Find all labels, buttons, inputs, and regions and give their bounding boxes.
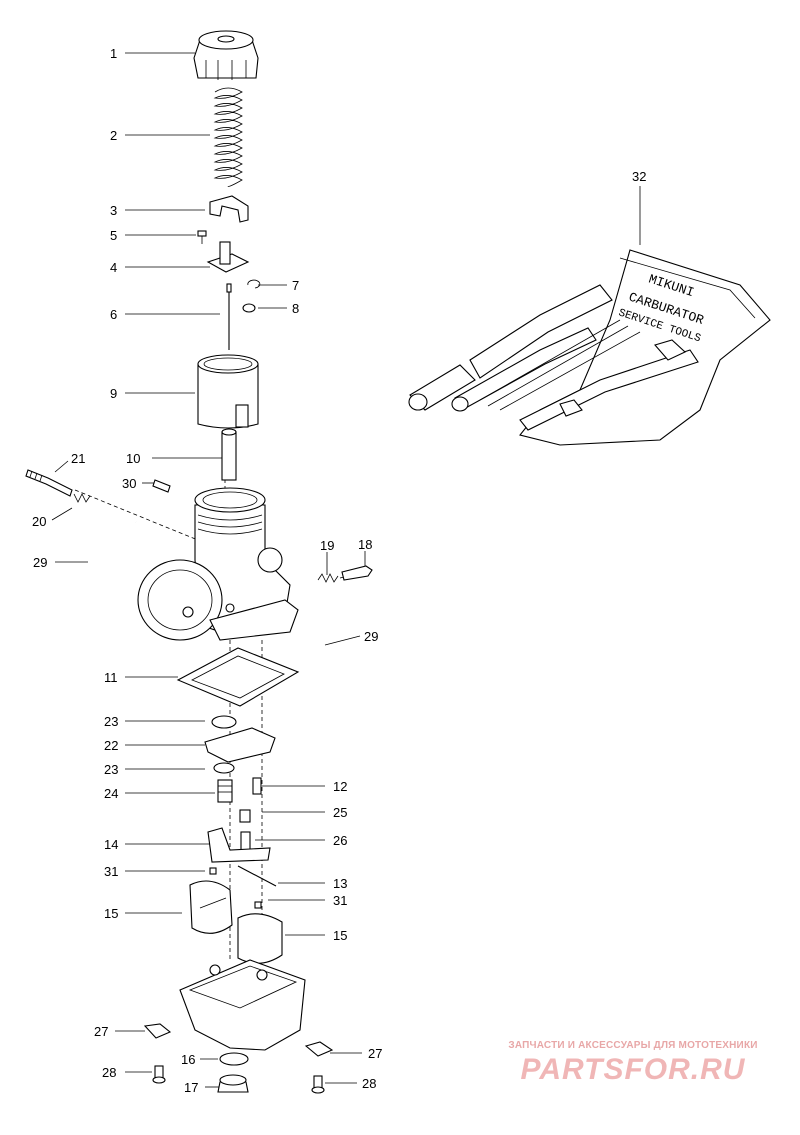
float-pin [237, 865, 277, 887]
callout-10: 10 [126, 451, 140, 466]
callout-15-right: 15 [333, 928, 347, 943]
callout-28-left: 28 [102, 1065, 116, 1080]
callout-31-right: 31 [333, 893, 347, 908]
pilot-jet [252, 777, 262, 795]
screw-right [311, 1075, 325, 1094]
watermark-caption: ЗАПЧАСТИ И АКСЕССУАРЫ ДЛЯ МОТОТЕХНИКИ [508, 1040, 758, 1051]
callout-6: 6 [110, 307, 117, 322]
callout-20: 20 [32, 514, 46, 529]
callout-1: 1 [110, 46, 117, 61]
throttle-stop-screw [152, 479, 171, 493]
float-right [237, 913, 283, 964]
callout-25: 25 [333, 805, 347, 820]
cap [193, 30, 259, 80]
callout-31-left: 31 [104, 864, 118, 879]
callout-12: 12 [333, 779, 347, 794]
washer [239, 809, 251, 823]
float-screw-left [209, 867, 217, 875]
pilot-screw-spring [317, 573, 339, 583]
drain-plug [217, 1074, 249, 1093]
callout-13: 13 [333, 876, 347, 891]
callout-29-left: 29 [33, 555, 47, 570]
callout-30: 30 [122, 476, 136, 491]
callout-19: 19 [320, 538, 334, 553]
drain-plug-o-ring [219, 1052, 249, 1066]
float-screw-right [254, 901, 262, 909]
pilot-screw [341, 565, 373, 581]
vent-hose-left [93, 516, 137, 588]
float-bowl [179, 959, 306, 1051]
callout-9: 9 [110, 386, 117, 401]
carburetor-body [137, 487, 299, 641]
callout-17: 17 [184, 1080, 198, 1095]
screw-left [152, 1065, 166, 1084]
tool-kit: MIKUNI CARBURATOR SERVICE TOOLS [408, 249, 771, 446]
callout-26: 26 [333, 833, 347, 848]
spring [213, 87, 243, 187]
callout-18: 18 [358, 537, 372, 552]
callout-24: 24 [104, 786, 118, 801]
callout-labels: 1 2 3 5 4 7 8 6 9 10 21 30 20 29 19 18 2… [32, 46, 646, 1095]
watermark-logo: PARTSFOR.RU [520, 1053, 746, 1086]
clip-plate [209, 195, 249, 223]
callout-4: 4 [110, 260, 117, 275]
callout-14: 14 [104, 837, 118, 852]
callout-28-right: 28 [362, 1076, 376, 1091]
throttle-slide [197, 354, 259, 429]
air-screw-spring [73, 493, 91, 503]
o-ring-lower [213, 762, 235, 774]
callout-8: 8 [292, 301, 299, 316]
watermark: ЗАПЧАСТИ И АКСЕССУАРЫ ДЛЯ МОТОТЕХНИКИ PA… [483, 1040, 783, 1087]
callout-5: 5 [110, 228, 117, 243]
callout-22: 22 [104, 738, 118, 753]
float-arm [207, 827, 271, 863]
callout-16: 16 [181, 1052, 195, 1067]
e-clip [247, 279, 261, 289]
main-jet [240, 831, 251, 851]
float-bowl-gasket [176, 647, 300, 707]
needle-jet [221, 428, 237, 481]
callout-7: 7 [292, 278, 299, 293]
callout-21: 21 [71, 451, 85, 466]
callout-32: 32 [632, 169, 646, 184]
callout-2: 2 [110, 128, 117, 143]
main-jet-holder [217, 779, 233, 803]
vent-hose-right [299, 608, 322, 668]
bracket-left [143, 1023, 172, 1039]
callout-15-left: 15 [104, 906, 118, 921]
callout-23-lower: 23 [104, 762, 118, 777]
jet-needle [226, 283, 232, 350]
bracket-right [304, 1041, 334, 1057]
needle-holder [206, 241, 250, 273]
callout-27-right: 27 [368, 1046, 382, 1061]
air-screw [25, 469, 73, 497]
callout-23-upper: 23 [104, 714, 118, 729]
baffle-plate [204, 727, 276, 763]
screw [197, 230, 207, 244]
o-ring-upper [211, 715, 237, 729]
callout-29-right: 29 [364, 629, 378, 644]
callout-3: 3 [110, 203, 117, 218]
o-ring-small [242, 303, 256, 313]
float-left [189, 880, 233, 934]
callout-11: 11 [104, 670, 118, 685]
callout-27-left: 27 [94, 1024, 108, 1039]
